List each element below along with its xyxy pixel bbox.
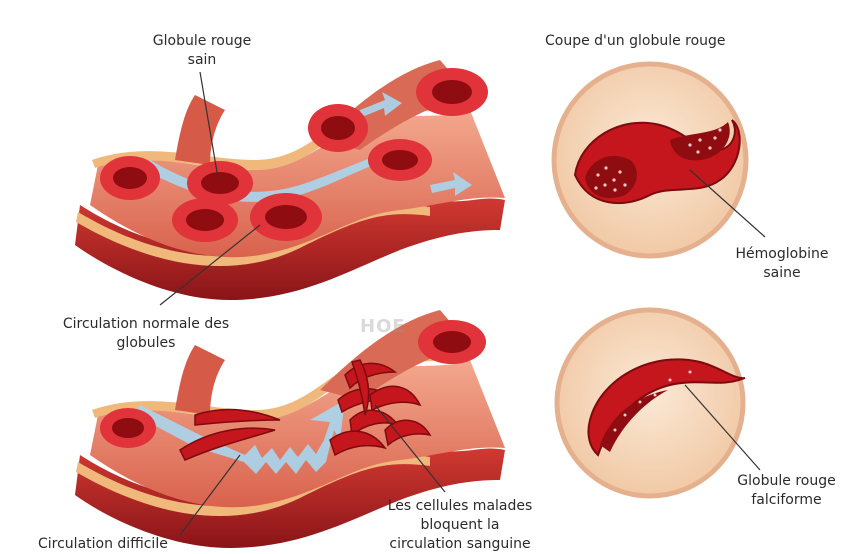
sickle-cell-label-line2: falciforme [722,491,851,510]
sickle-cell-label-line1: Globule rouge [722,472,851,491]
difficult-circulation-label: Circulation difficile [38,535,208,554]
diseased-cells-label: Les cellules malades bloquent la circula… [360,497,560,554]
diseased-cells-line3: circulation sanguine [360,535,560,554]
red-blood-cell [100,408,156,448]
sickle-cell-cross-section [557,310,745,496]
red-blood-cell [368,139,432,181]
red-blood-cell [416,68,488,116]
sickle-cell-label: Globule rouge falciforme [722,472,851,510]
red-blood-cell [172,198,238,242]
normal-circulation-label: Circulation normale des globules [36,315,256,353]
red-blood-cell [418,320,486,364]
red-blood-cell [187,161,253,205]
healthy-hemoglobin-label: Hémoglobine saine [722,245,842,283]
normal-circulation-line1: Circulation normale des [36,315,256,334]
watermark: HOE [360,316,406,337]
section-title: Coupe d'un globule rouge [545,32,795,51]
healthy-cell-cross-section [554,64,746,256]
diseased-cells-line2: bloquent la [360,516,560,535]
healthy-cell-label-line1: Globule rouge [132,32,272,51]
healthy-hemoglobin-line1: Hémoglobine [722,245,842,264]
diseased-cells-line1: Les cellules malades [360,497,560,516]
healthy-cell-label-line2: sain [132,51,272,70]
red-blood-cell [100,156,160,200]
healthy-cell-label: Globule rouge sain [132,32,272,70]
red-blood-cell [250,193,322,241]
red-blood-cell [308,104,368,152]
normal-circulation-line2: globules [36,334,256,353]
healthy-hemoglobin-line2: saine [722,264,842,283]
